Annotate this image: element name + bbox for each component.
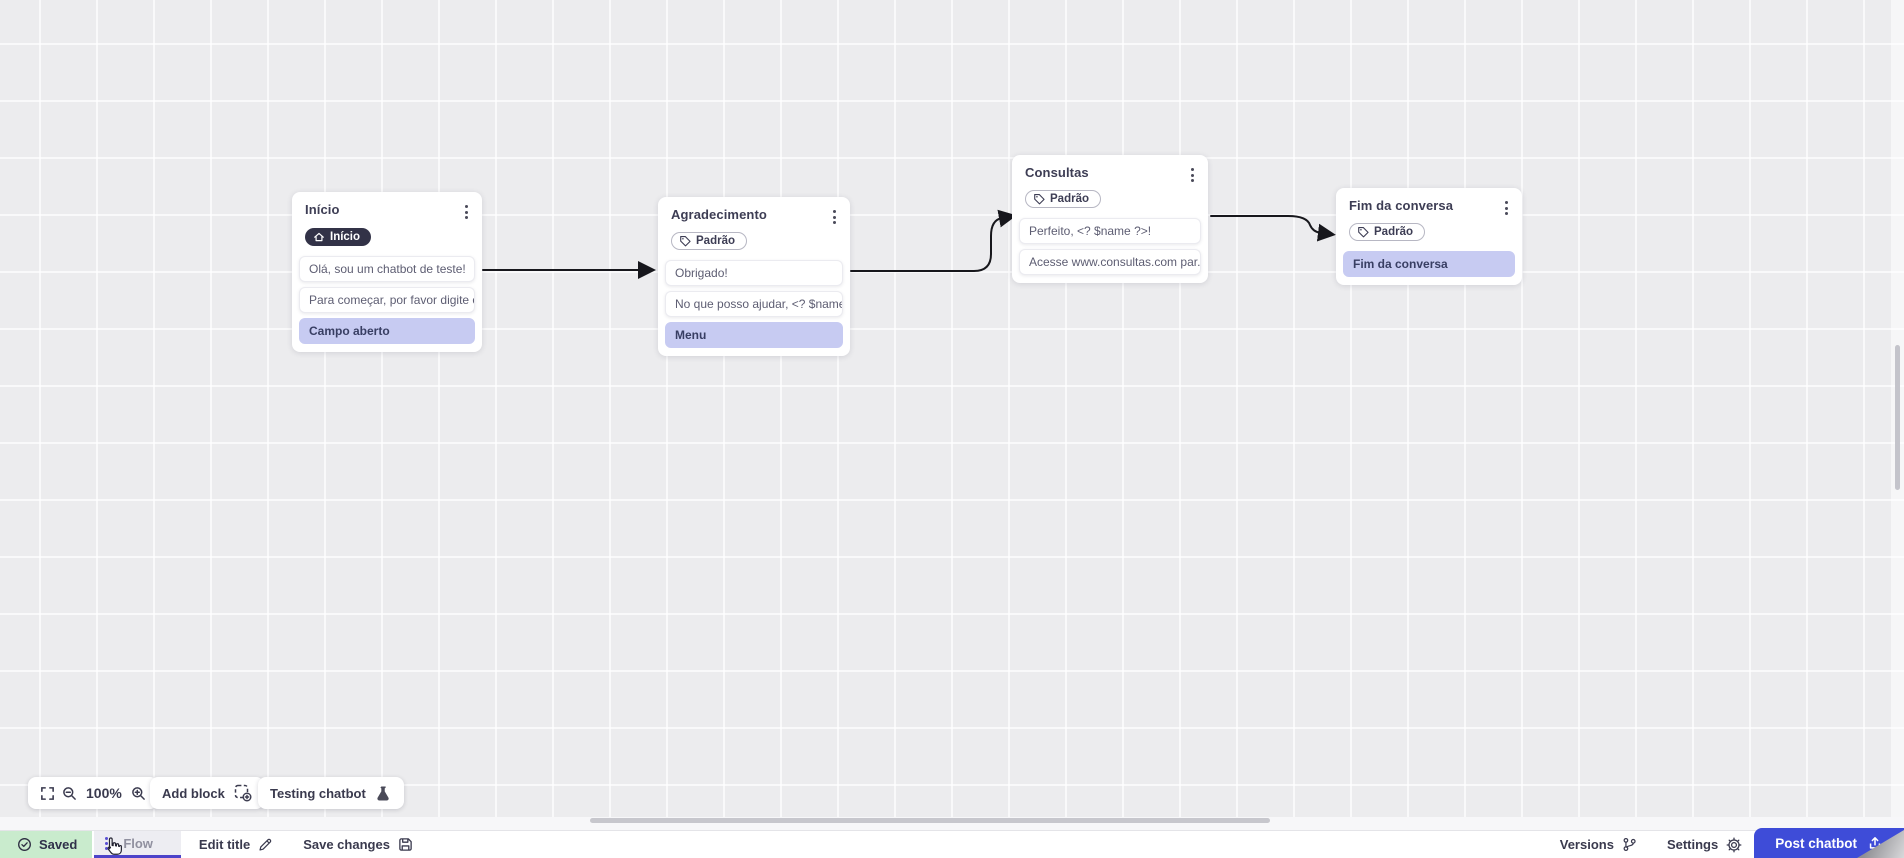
end-block[interactable]: Fim da conversa — [1343, 251, 1515, 277]
zoom-out-icon — [63, 786, 76, 800]
menu-block[interactable]: Menu — [665, 322, 843, 348]
padrao-tag: Padrão — [671, 232, 747, 250]
padrao-tag-label: Padrão — [696, 235, 735, 247]
pencil-icon — [259, 838, 272, 851]
save-changes-button[interactable]: Save changes — [291, 831, 425, 858]
post-chatbot-label: Post chatbot — [1775, 835, 1857, 851]
fit-screen-icon — [41, 786, 54, 800]
message-bubble[interactable]: Olá, sou um chatbot de teste! — [299, 256, 475, 282]
settings-button[interactable]: Settings — [1655, 831, 1754, 858]
start-badge-label: Início — [330, 231, 361, 243]
flow-node-fim-da-conversa[interactable]: Fim da conversa Padrão Fim da conversa — [1336, 188, 1522, 285]
padrao-tag-label: Padrão — [1050, 193, 1089, 205]
kebab-menu-icon[interactable] — [460, 202, 473, 222]
tag-icon — [680, 235, 691, 247]
zoom-in-button[interactable] — [131, 786, 146, 801]
versions-label: Versions — [1559, 837, 1614, 852]
connection-lines — [482, 209, 1336, 279]
node-title: Início — [305, 202, 340, 217]
node-title: Consultas — [1025, 165, 1089, 180]
gear-icon — [1726, 837, 1742, 852]
edit-title-label: Edit title — [198, 837, 251, 852]
flow-canvas[interactable]: Início Início Olá, sou um chatbot de tes… — [0, 0, 1904, 817]
tab-flow-label: Flow — [123, 835, 153, 851]
testing-chatbot-button[interactable]: Testing chatbot — [258, 777, 404, 809]
flow-node-inicio[interactable]: Início Início Olá, sou um chatbot de tes… — [292, 192, 482, 352]
padrao-tag-label: Padrão — [1374, 226, 1413, 238]
check-circle-icon — [18, 838, 31, 851]
vertical-scrollbar[interactable] — [1895, 345, 1900, 490]
flow-node-consultas[interactable]: Consultas Padrão Perfeito, <? $name ?>! … — [1012, 155, 1208, 283]
flask-icon — [377, 786, 389, 800]
git-branch-icon — [1623, 837, 1636, 852]
message-bubble[interactable]: Obrigado! — [665, 260, 843, 286]
testing-chatbot-label: Testing chatbot — [270, 785, 366, 801]
message-bubble[interactable]: Acesse www.consultas.com par... — [1019, 249, 1201, 275]
connection-agradecimento-consultas — [850, 209, 1017, 272]
settings-label: Settings — [1666, 837, 1719, 852]
flow-node-agradecimento[interactable]: Agradecimento Padrão Obrigado! No que po… — [658, 197, 850, 356]
node-title: Fim da conversa — [1349, 198, 1454, 213]
zoom-in-icon — [131, 786, 145, 800]
fit-screen-button[interactable] — [40, 786, 55, 801]
horizontal-scrollbar[interactable] — [590, 818, 1270, 823]
connection-consultas-fim — [1210, 215, 1336, 242]
versions-button[interactable]: Versions — [1548, 831, 1649, 858]
save-status-badge: Saved — [0, 831, 93, 858]
tag-icon — [1034, 193, 1045, 205]
start-badge: Início — [305, 228, 372, 246]
add-block-icon — [234, 784, 252, 802]
padrao-tag: Padrão — [1349, 223, 1425, 241]
zoom-out-button[interactable] — [62, 786, 77, 801]
kebab-menu-icon[interactable] — [1186, 165, 1199, 185]
input-block[interactable]: Campo aberto — [299, 318, 475, 344]
home-icon — [314, 232, 324, 242]
vertical-dots-icon[interactable] — [105, 836, 109, 850]
kebab-menu-icon[interactable] — [828, 207, 841, 227]
post-chatbot-button[interactable]: Post chatbot — [1754, 828, 1904, 858]
zoom-controls: 100% — [28, 777, 158, 809]
tab-flow[interactable]: Flow — [94, 831, 181, 858]
tag-icon — [1358, 226, 1369, 238]
edit-title-button[interactable]: Edit title — [187, 831, 285, 858]
vertical-scrollbar-track — [1891, 0, 1904, 817]
bottom-bar-spacer — [425, 831, 1542, 858]
message-bubble[interactable]: No que posso ajudar, <? $name ... — [665, 291, 843, 317]
zoom-level: 100% — [86, 785, 122, 801]
add-block-label: Add block — [162, 785, 225, 801]
node-title: Agradecimento — [671, 207, 767, 222]
kebab-menu-icon[interactable] — [1500, 198, 1513, 218]
floppy-icon — [399, 838, 412, 851]
padrao-tag: Padrão — [1025, 190, 1101, 208]
add-block-button[interactable]: Add block — [150, 777, 264, 809]
save-status-label: Saved — [39, 837, 78, 852]
message-bubble[interactable]: Para começar, por favor digite o ... — [299, 287, 475, 313]
horizontal-scrollbar-track — [0, 817, 1904, 830]
bottom-bar: Saved Flow Edit title Save changes Versi… — [0, 828, 1904, 858]
message-bubble[interactable]: Perfeito, <? $name ?>! — [1019, 218, 1201, 244]
save-changes-label: Save changes — [303, 837, 390, 852]
